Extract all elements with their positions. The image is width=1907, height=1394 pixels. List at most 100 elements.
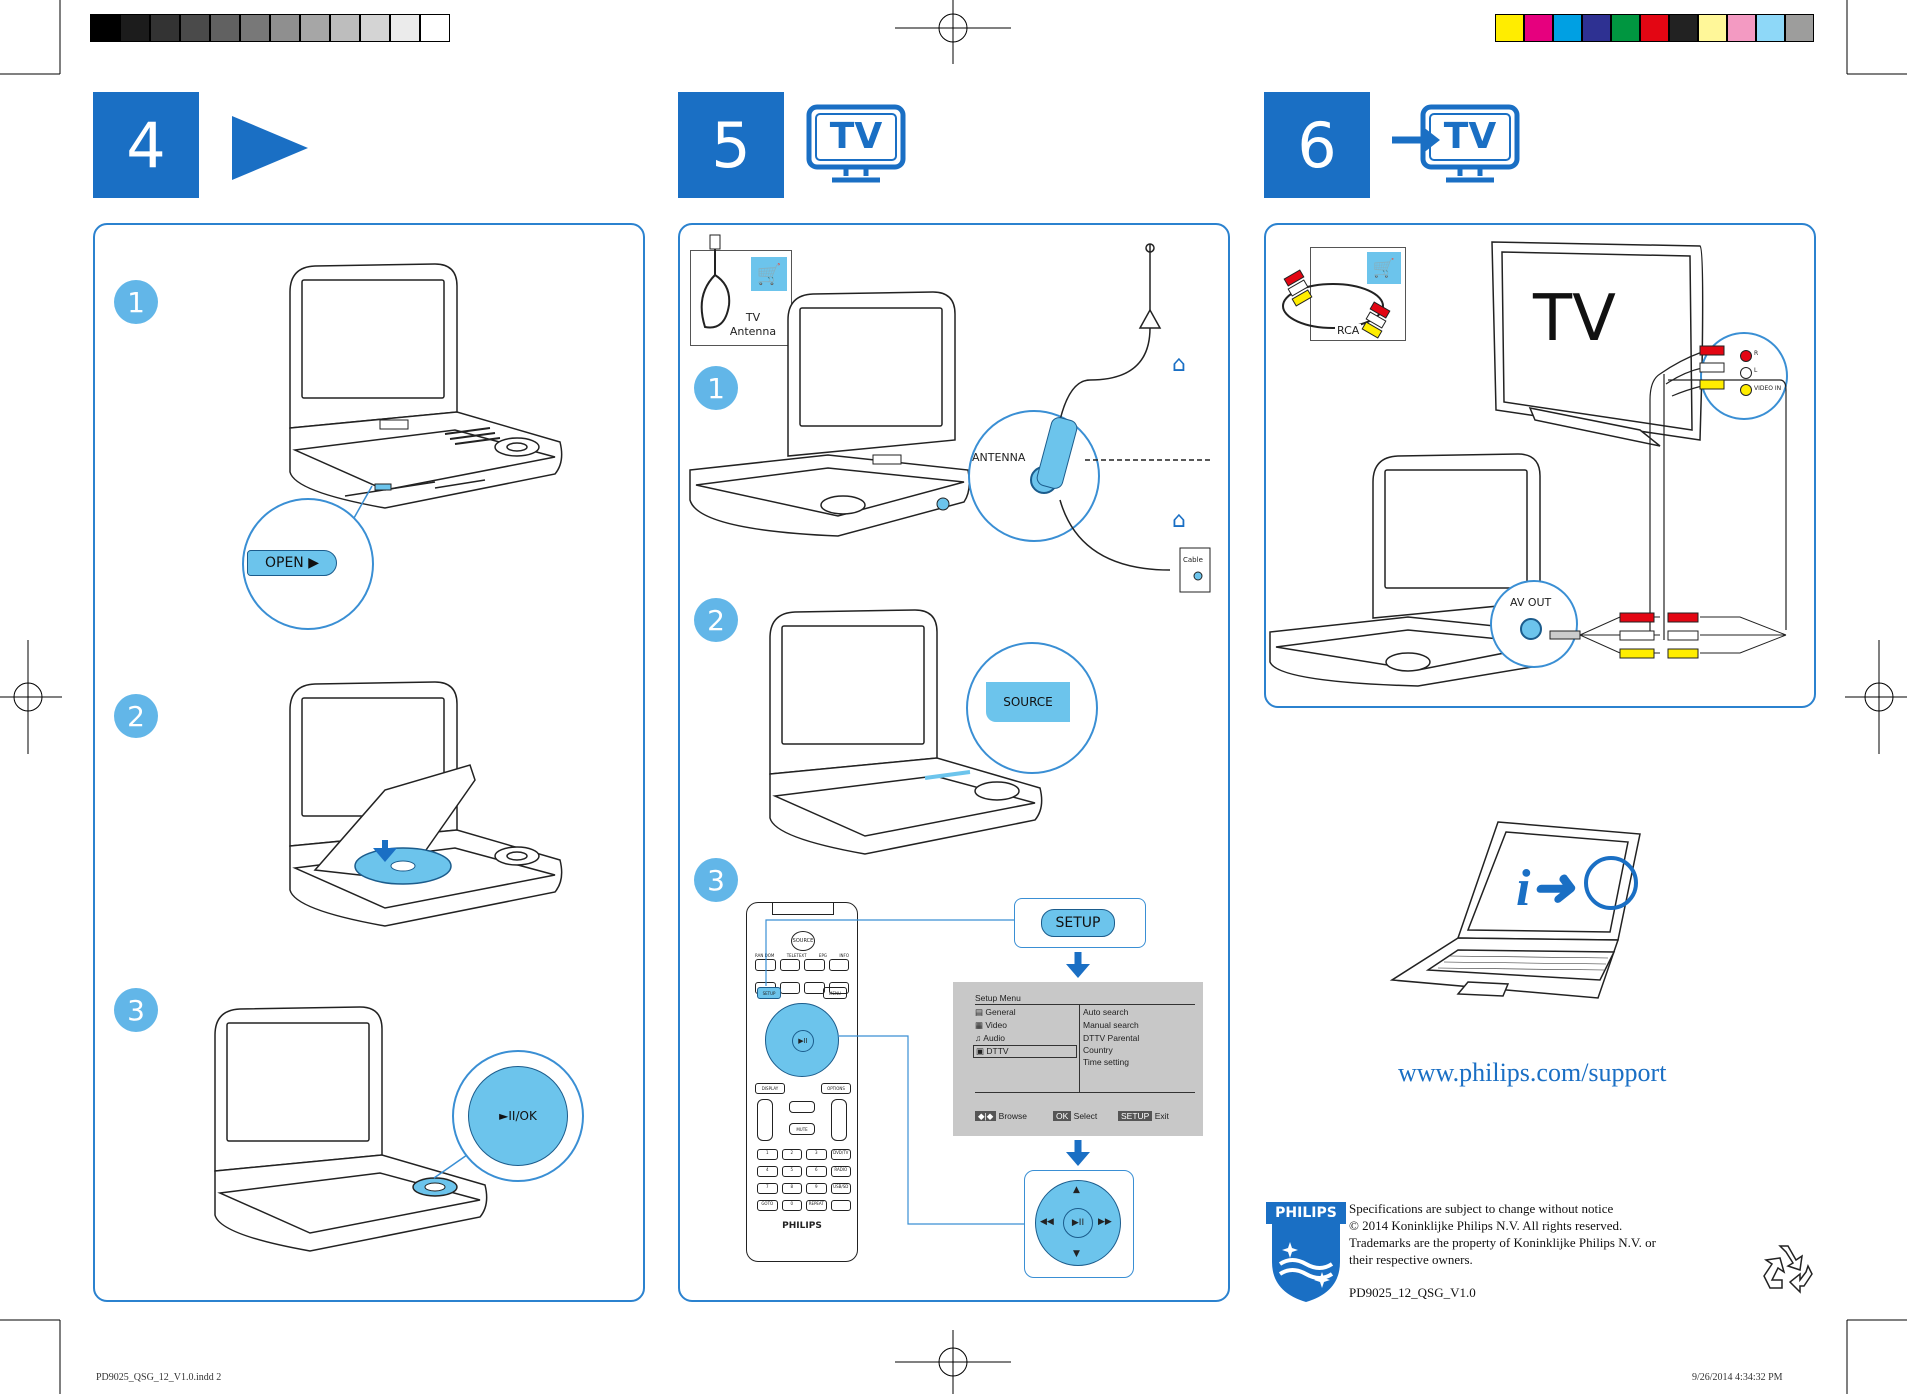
- av-out-port: [1520, 618, 1542, 640]
- tv-jack-r: [1740, 350, 1752, 362]
- recycle-icon: [1763, 1245, 1813, 1294]
- remote-digit-key[interactable]: REPEAT: [806, 1200, 827, 1211]
- remote-connector-lines: [765, 919, 1024, 1225]
- setup-hint-select: OK Select: [1053, 1111, 1097, 1121]
- remote-key[interactable]: [804, 959, 825, 971]
- remote-options-key[interactable]: OPTIONS: [821, 1083, 851, 1094]
- document-code: PD9025_12_QSG_V1.0: [1349, 1285, 1476, 1300]
- calibration-swatch: [330, 14, 360, 42]
- remote-prev-next-key[interactable]: [757, 1099, 773, 1141]
- remote-digit-key[interactable]: 1: [757, 1149, 778, 1160]
- rca-label: RCA: [1335, 324, 1362, 337]
- remote-digit-key[interactable]: 3: [806, 1149, 827, 1160]
- remote-digit-key[interactable]: 4: [757, 1166, 778, 1177]
- setup-option-time-setting[interactable]: Time setting: [1083, 1057, 1129, 1067]
- remote-display-key[interactable]: DISPLAY: [755, 1083, 785, 1094]
- remote-nav-pad[interactable]: ▶II: [765, 1003, 839, 1077]
- tv-input-icon: TV: [1390, 104, 1520, 188]
- calibration-swatch: [390, 14, 420, 42]
- remote-number-grid: 1 2 3 DVD/TV 4 5 6 RADIO 7 8 9 USB/SD GO…: [757, 1149, 851, 1211]
- nav-up-icon[interactable]: ▲: [1073, 1185, 1080, 1195]
- open-button[interactable]: OPEN ▶: [247, 550, 337, 576]
- rca-cable-accessory: 🛒 RCA: [1282, 247, 1406, 341]
- remote-digit-key[interactable]: 7: [757, 1183, 778, 1194]
- remote-side-key[interactable]: RADIO: [830, 1166, 851, 1177]
- rca-cable-diagram: [1649, 345, 1787, 640]
- nav-down-icon[interactable]: ▼: [1073, 1249, 1080, 1259]
- remote-key[interactable]: [779, 959, 800, 971]
- info-to-web-icon: i➜: [1516, 860, 1575, 917]
- remote-digit-key[interactable]: 0: [781, 1200, 802, 1211]
- calibration-swatch: [420, 14, 450, 42]
- setup-option-manual-search[interactable]: Manual search: [1083, 1020, 1139, 1030]
- down-arrow-icon: [1066, 952, 1090, 978]
- remote-setup-key[interactable]: SETUP: [757, 987, 781, 999]
- remote-digit-key[interactable]: GOTO: [757, 1200, 778, 1211]
- remote-volume-key[interactable]: [831, 1099, 847, 1141]
- setup-menu-item-video[interactable]: ▦ Video: [975, 1020, 1007, 1030]
- remote-digit-key[interactable]: 9: [806, 1183, 827, 1194]
- source-button[interactable]: SOURCE: [986, 682, 1070, 722]
- setup-option-dttv-parental[interactable]: DTTV Parental: [1083, 1033, 1140, 1043]
- source-button-callout: SOURCE: [966, 642, 1098, 774]
- remote-side-key[interactable]: DVD/TV: [830, 1149, 851, 1160]
- nav-right-icon[interactable]: ▶▶: [1098, 1217, 1112, 1227]
- setup-menu-item-general[interactable]: ▤ General: [975, 1007, 1016, 1017]
- remote-mute-key[interactable]: MUTE: [789, 1123, 815, 1135]
- setup-hint-exit: SETUP Exit: [1118, 1111, 1169, 1121]
- remote-stop-key[interactable]: [789, 1101, 815, 1113]
- setup-button[interactable]: SETUP: [1041, 909, 1115, 937]
- step-6-number: 6: [1264, 92, 1370, 198]
- document-icon: ▤: [975, 1007, 986, 1017]
- legal-line-4: their respective owners.: [1349, 1252, 1473, 1267]
- nav-pad[interactable]: ▲ ▼ ◀◀ ▶▶ ▶II: [1035, 1180, 1121, 1266]
- philips-shield-logo: PHILIPS: [1266, 1202, 1346, 1302]
- calibration-swatch: [270, 14, 300, 42]
- calibration-swatch: [240, 14, 270, 42]
- calibration-swatch: [1698, 14, 1727, 42]
- tv-icon: TV: [806, 104, 906, 188]
- down-arrow-icon: [1066, 1140, 1090, 1166]
- calibration-swatch: [1640, 14, 1669, 42]
- setup-option-auto-search[interactable]: Auto search: [1083, 1007, 1129, 1017]
- calibration-swatch: [1582, 14, 1611, 42]
- calibration-swatch: [360, 14, 390, 42]
- support-url[interactable]: www.philips.com/support: [1398, 1058, 1667, 1087]
- tv-jack-r-label: R: [1754, 350, 1759, 357]
- setup-menu-item-dttv[interactable]: ▣ DTTV: [973, 1045, 1077, 1058]
- remote-key[interactable]: [828, 982, 849, 994]
- remote-menu-key[interactable]: MENU: [823, 987, 847, 999]
- setup-option-country[interactable]: Country: [1083, 1045, 1113, 1055]
- setup-menu-item-audio[interactable]: ♫ Audio: [975, 1033, 1006, 1043]
- remote-digit-key[interactable]: 2: [781, 1149, 802, 1160]
- tv-text: TV: [1533, 282, 1616, 356]
- music-icon: ♫: [975, 1033, 984, 1043]
- remote-digit-key[interactable]: 6: [806, 1166, 827, 1177]
- remote-side-key[interactable]: [830, 1200, 851, 1211]
- calibration-swatch: [180, 14, 210, 42]
- remote-side-key[interactable]: USB/SD: [830, 1183, 851, 1194]
- remote-ir-window: [772, 902, 834, 915]
- dvd-player-illustration-antenna: [689, 291, 971, 537]
- laptop-support-illustration: [1389, 821, 1641, 999]
- remote-brand: PHILIPS: [782, 1221, 822, 1231]
- nav-left-icon[interactable]: ◀◀: [1040, 1217, 1054, 1227]
- callout-pointer: [353, 485, 373, 519]
- remote-ok-key[interactable]: ▶II: [792, 1030, 814, 1052]
- calibration-swatch: [1553, 14, 1582, 42]
- dvd-player-illustration-av: [1269, 453, 1556, 687]
- setup-menu-column-divider: [1079, 1004, 1080, 1092]
- nav-ok-button[interactable]: ▶II: [1063, 1208, 1093, 1238]
- remote-key[interactable]: [828, 959, 849, 971]
- remote-key[interactable]: [755, 959, 776, 971]
- tv-jack-l: [1740, 367, 1752, 379]
- remote-digit-key[interactable]: 8: [781, 1183, 802, 1194]
- legal-line-1: Specifications are subject to change wit…: [1349, 1201, 1614, 1216]
- dvd-player-illustration-load: [289, 681, 563, 927]
- calibration-swatch: [1611, 14, 1640, 42]
- remote-digit-key[interactable]: 5: [781, 1166, 802, 1177]
- cart-icon: 🛒: [751, 257, 787, 291]
- remote-source-key[interactable]: SOURCE: [791, 931, 815, 951]
- play-ok-button[interactable]: ►II/OK: [468, 1066, 568, 1166]
